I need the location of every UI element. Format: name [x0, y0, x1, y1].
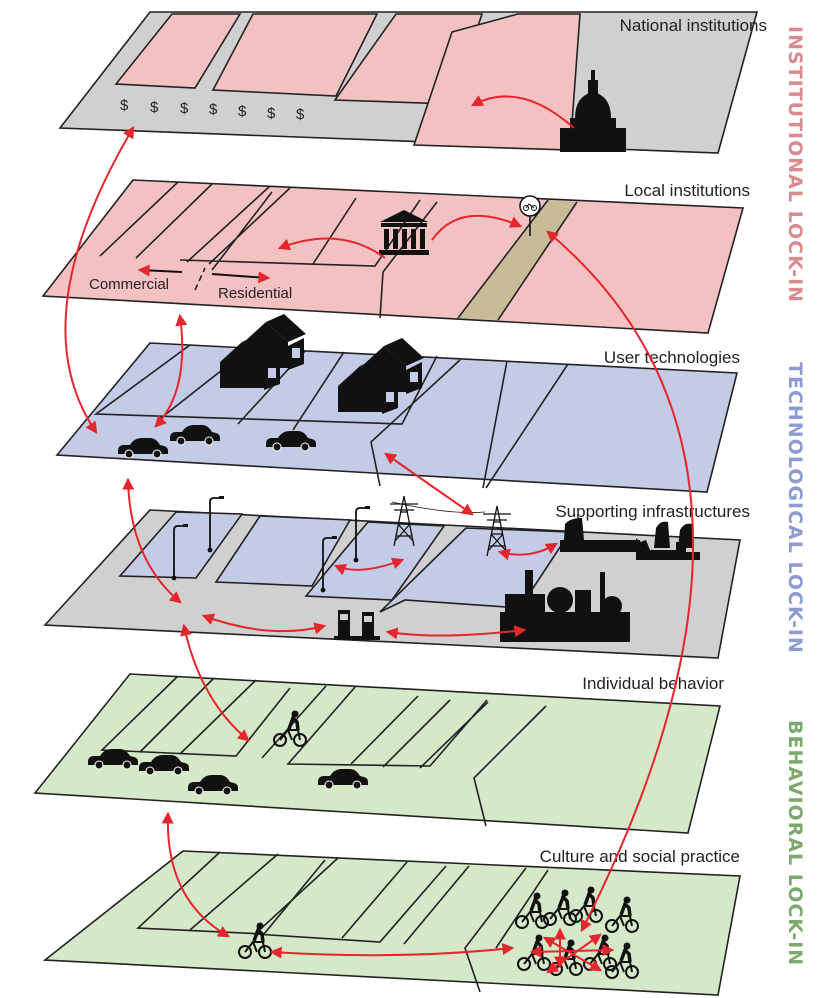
arrow-residential	[211, 271, 271, 284]
capitol-icon	[560, 70, 626, 152]
dollar-sign: $	[209, 101, 218, 118]
plane-label-culture-social-practice: Culture and social practice	[540, 847, 740, 866]
dollar-sign: $	[238, 103, 247, 120]
arrow-sign-to-cyclists	[546, 230, 694, 933]
block-pink	[211, 13, 379, 97]
arrow-local-to-cars	[154, 313, 188, 428]
arrow-infra-to-cyclist	[180, 623, 250, 742]
bike-sign-icon	[519, 195, 541, 236]
plane-label-national: National institutions	[620, 16, 767, 35]
arrow-road-to-pump	[201, 613, 327, 635]
plane-surface	[33, 673, 722, 834]
plane-individual-behavior: Individual behavior	[33, 673, 724, 834]
side-label-technological: TECHNOLOGICAL LOCK-IN	[784, 362, 806, 654]
plane-user-technologies: User technologies	[55, 314, 740, 493]
feedback-arrows	[64, 95, 694, 974]
arrow-capitol-to-block	[470, 95, 575, 129]
side-label-institutional: INSTITUTIONAL LOCK-IN	[784, 26, 806, 303]
bike-lane	[458, 200, 577, 320]
dollar-sign: $	[267, 105, 276, 122]
arrow-national-to-cars	[64, 125, 135, 434]
dollar-sign: $	[180, 100, 189, 117]
house-icon	[362, 338, 424, 394]
street-label-residential: Residential	[218, 285, 292, 302]
arrow-pump-to-refinery	[385, 625, 527, 640]
arrow-commercial	[137, 264, 183, 277]
block-pink	[412, 13, 581, 151]
arrow-tech-to-pylon	[384, 452, 474, 516]
dollar-sign: $	[150, 99, 159, 116]
block-blue	[214, 515, 352, 587]
plane-label-individual-behavior: Individual behavior	[582, 674, 724, 693]
plane-national-institutions: National institutions $ $ $ $ $ $ $	[58, 11, 767, 154]
arrow-streetlights-to-pylon	[333, 557, 405, 576]
arrow-tech-to-infra	[122, 477, 182, 604]
courthouse-icon	[379, 210, 429, 255]
arrow-cyclist-to-group	[269, 943, 515, 959]
side-label-behavioral: BEHAVIORAL LOCK-IN	[784, 720, 806, 966]
arrow-court-to-sign	[431, 214, 523, 241]
plane-label-supporting-infrastructures: Supporting infrastructures	[555, 502, 750, 521]
arrow-pylon-to-plant	[497, 542, 559, 561]
dollar-row: $ $ $ $ $ $ $	[120, 97, 305, 123]
block-pink	[114, 13, 242, 89]
dollar-sign: $	[120, 97, 129, 114]
plane-label-local: Local institutions	[624, 181, 750, 200]
house-icon	[244, 314, 306, 370]
plane-culture-social-practice: Culture and social practice	[42, 847, 741, 996]
arrow-behavior-to-culture	[161, 811, 231, 938]
dollar-sign: $	[296, 106, 305, 123]
gas-pump-icon	[334, 610, 380, 640]
plane-local-institutions: Local institutions Commercial Residentia…	[41, 179, 750, 334]
plane-surface	[41, 179, 745, 334]
plane-label-user-technologies: User technologies	[604, 348, 740, 367]
arrow-court-to-residential	[277, 237, 386, 259]
plane-surface	[42, 850, 741, 996]
street-label-commercial: Commercial	[89, 276, 169, 293]
arrow-group-internal	[529, 944, 615, 958]
